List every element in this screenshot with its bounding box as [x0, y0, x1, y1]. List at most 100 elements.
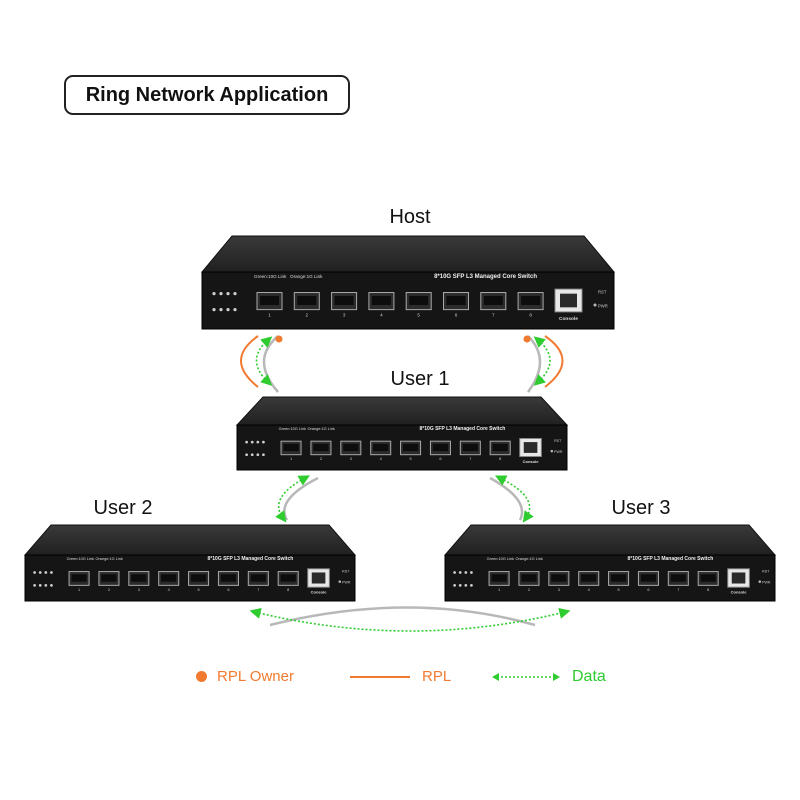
status-led: [226, 308, 230, 312]
ring-link-host-user1-left: [262, 335, 279, 393]
status-led: [226, 292, 230, 296]
user2-label: User 2: [93, 497, 153, 519]
rpl-owner-dot-left: [275, 335, 283, 343]
console-label: Console: [523, 459, 540, 464]
console-port-socket: [560, 293, 577, 308]
status-led: [256, 440, 260, 444]
port-number: 8: [529, 312, 532, 317]
pwr-label: PWR: [554, 450, 563, 454]
status-led: [250, 453, 254, 457]
sfp-port-slot: [446, 295, 466, 306]
data-arrow-user1-user2: [275, 475, 310, 523]
data-arrow-host-user1-right: [533, 336, 551, 386]
status-led: [212, 308, 216, 312]
legend-rpl-owner: RPL Owner: [196, 668, 294, 685]
sfp-port-slot: [371, 295, 391, 306]
link-orange-text: Orange:1G Link: [307, 426, 334, 431]
rst-label: RST: [598, 290, 607, 295]
sfp-port-slot: [131, 574, 147, 582]
status-led: [245, 440, 248, 444]
sfp-port-slot: [313, 443, 329, 452]
switch-top-face: [235, 396, 569, 426]
sfp-port-slot: [101, 574, 117, 582]
sfp-port-slot: [373, 443, 389, 452]
data-arrow-host-user1-left: [255, 336, 273, 386]
status-led: [50, 583, 53, 587]
console-label: Console: [311, 590, 328, 595]
rpl-owner-legend-dot: [196, 671, 207, 682]
link-green-text: Green:10G Link: [67, 556, 94, 561]
port-number: 1: [290, 456, 292, 461]
status-led: [44, 583, 48, 587]
model-label: 8*10G SFP L3 Managed Core Switch: [420, 426, 506, 432]
sfp-port-slot: [71, 574, 87, 582]
port-number: 7: [469, 456, 471, 461]
port-number: 3: [350, 456, 352, 461]
sfp-port-slot: [250, 574, 266, 582]
switch-top-face: [200, 235, 616, 273]
sfp-port-slot: [280, 574, 296, 582]
status-led: [38, 583, 42, 587]
status-led: [262, 440, 265, 444]
status-led: [458, 583, 462, 587]
sfp-port-slot: [492, 443, 508, 452]
status-led: [245, 453, 248, 457]
port-number: 1: [498, 587, 500, 592]
port-number: 5: [409, 456, 411, 461]
sfp-port-slot: [220, 574, 237, 582]
sfp-port-slot: [521, 574, 537, 582]
port-number: 8: [499, 456, 501, 461]
status-led: [233, 308, 237, 312]
status-led: [464, 571, 468, 574]
host-label: Host: [389, 206, 431, 228]
console-label: Console: [559, 316, 578, 322]
sfp-port-slot: [670, 574, 686, 582]
status-led: [50, 571, 53, 574]
link-green-text: Green:10G Link: [279, 426, 306, 431]
status-led: [233, 292, 237, 296]
port-number: 8: [707, 587, 709, 592]
ring-link-user1-user2: [283, 476, 319, 521]
sfp-port-slot: [610, 574, 627, 582]
port-number: 6: [647, 587, 649, 592]
port-number: 1: [268, 312, 271, 317]
status-led: [453, 583, 456, 587]
port-number: 1: [78, 587, 80, 592]
status-led: [262, 453, 265, 457]
data-legend-arrow: [492, 673, 560, 681]
sfp-port-slot: [483, 295, 503, 306]
port-number: 6: [227, 587, 229, 592]
port-number: 5: [197, 587, 199, 592]
sfp-port-slot: [283, 443, 299, 452]
diagram-title: Ring Network Application: [64, 75, 350, 115]
sfp-port-slot: [581, 574, 597, 582]
port-number: 6: [439, 456, 441, 461]
status-led: [219, 308, 223, 312]
rst-label: RST: [342, 569, 350, 573]
status-led: [250, 440, 254, 444]
port-number: 2: [528, 587, 530, 592]
sfp-port-slot: [700, 574, 716, 582]
status-led: [33, 583, 36, 587]
rpl-owner-dot-right: [523, 335, 531, 343]
rpl-legend-line: [350, 675, 410, 678]
rpl-line-left: [240, 335, 259, 388]
port-number: 4: [380, 312, 383, 317]
pwr-led: [338, 580, 342, 583]
user1-label: User 1: [390, 368, 450, 390]
ring-link-user2-user3: [269, 606, 536, 627]
port-number: 7: [492, 312, 495, 317]
port-number: 4: [588, 587, 591, 592]
sfp-port-slot: [402, 443, 419, 452]
pwr-label: PWR: [762, 581, 771, 585]
sfp-port-slot: [409, 295, 429, 306]
data-arrow-user2-user3: [249, 607, 571, 632]
status-led: [470, 571, 473, 574]
console-label: Console: [731, 590, 748, 595]
legend-data-label: Data: [572, 668, 606, 685]
status-led: [219, 292, 223, 296]
